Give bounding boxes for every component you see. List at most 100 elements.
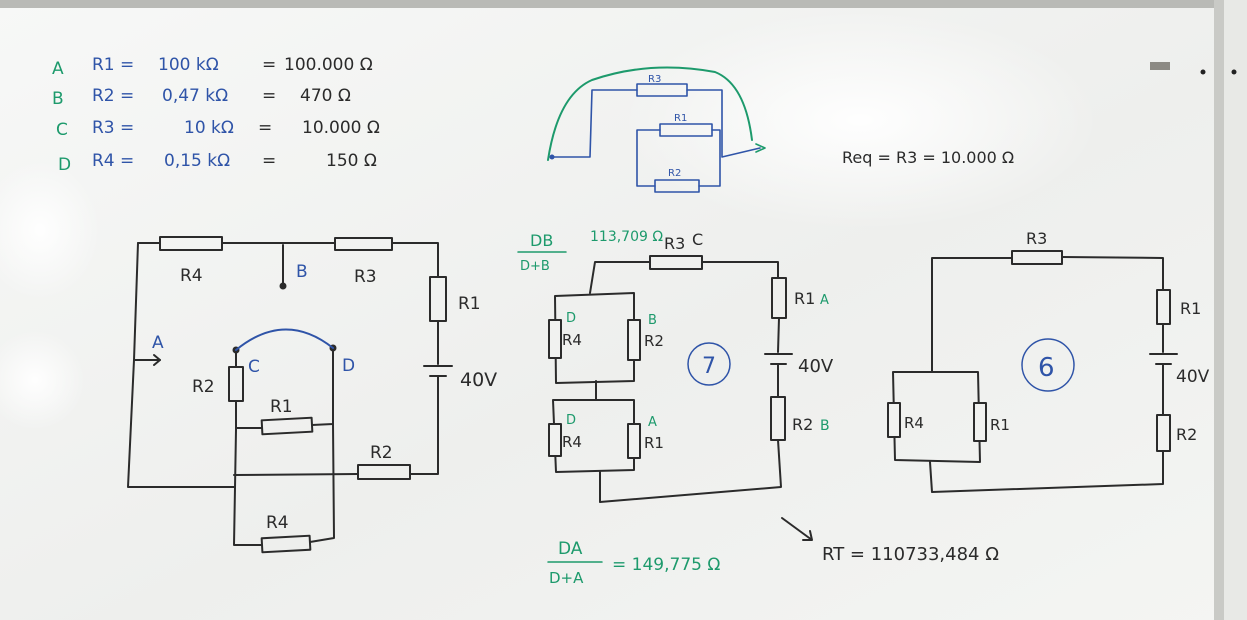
label-r2: R2 (1176, 425, 1197, 444)
label-r2-inner: R2 (192, 377, 215, 397)
label-r4-upper: R4 (562, 331, 582, 349)
circuit-7 (548, 255, 813, 541)
resistor-r4-upper (548, 319, 562, 359)
label-node-a: A (152, 333, 164, 353)
fraction-da-top: DA (558, 539, 583, 559)
number-circle (687, 342, 731, 386)
label-r1-right: R1 (458, 294, 481, 314)
resistor-r2-bottom (357, 464, 411, 480)
fraction-top: DB (530, 231, 553, 250)
resistor-r3-top (334, 237, 393, 251)
magnet (1150, 62, 1170, 70)
circuit-original (127, 236, 453, 554)
label-battery: 40V (798, 356, 834, 377)
label-r2: R2 (792, 415, 813, 434)
node-a-arrow (153, 354, 161, 366)
board-frame-top (0, 0, 1247, 8)
svg-text:0,15 kΩ: 0,15 kΩ (164, 151, 230, 171)
node-b-dot (279, 282, 287, 290)
svg-text:0,47 kΩ: 0,47 kΩ (162, 86, 228, 106)
label-node-c: C (248, 357, 260, 377)
small-diagram (547, 66, 766, 193)
svg-text:C: C (56, 120, 68, 140)
number-circle (1021, 338, 1075, 392)
label-a-right: A (820, 293, 829, 308)
svg-text:D: D (58, 155, 71, 175)
label-battery: 40V (1176, 367, 1210, 387)
wire (409, 375, 439, 475)
svg-text:R1 =: R1 = (92, 55, 134, 75)
wire (233, 400, 263, 546)
resistor-r4-inner (260, 534, 312, 554)
svg-text:100 kΩ: 100 kΩ (158, 55, 219, 75)
small-diagram-labels: R3 R1 R2 (648, 74, 687, 179)
small-wire-inner (636, 129, 721, 187)
small-node (549, 154, 555, 160)
wire (929, 450, 1164, 493)
label-r1-left: R1 (990, 416, 1010, 434)
wire (233, 473, 359, 476)
svg-text:100.000 Ω: 100.000 Ω (284, 55, 373, 75)
wire (777, 317, 780, 353)
svg-text:R3 =: R3 = (92, 118, 134, 138)
label-r1: R1 (1180, 299, 1201, 318)
label-a-lower: A (648, 415, 657, 430)
label-r1-inner: R1 (270, 397, 293, 417)
circuit-6-labels: R3 R1 40V R2 R4 R1 6 (904, 229, 1210, 444)
resistor-r3 (649, 255, 703, 270)
resistor-r1-left (973, 402, 987, 442)
svg-text:=: = (262, 86, 276, 106)
label-r3-top: R3 (354, 267, 377, 287)
resistor-r1-lower (627, 423, 641, 459)
small-arrow (755, 143, 766, 153)
label-d-lower: D (566, 413, 576, 428)
svg-text:B: B (52, 89, 64, 109)
marker-dot-2 (1231, 69, 1237, 75)
value-row: B R2 = 0,47 kΩ = 470 Ω (52, 86, 351, 109)
svg-text:10.000 Ω: 10.000 Ω (302, 118, 380, 138)
jumper-arc (235, 328, 334, 351)
light-glare (620, 10, 1100, 230)
small-label-r3: R3 (648, 74, 661, 85)
small-resistor-r2 (654, 179, 700, 193)
label-r2-bottom: R2 (370, 443, 393, 463)
marker-dot (1200, 69, 1206, 75)
svg-text:10 kΩ: 10 kΩ (184, 118, 234, 138)
small-bypass-arc (547, 66, 753, 161)
resistor-r1-inner (260, 416, 314, 436)
small-label-r2: R2 (668, 168, 681, 179)
svg-text:R4 =: R4 = (92, 151, 134, 171)
value-row: C R3 = 10 kΩ = 10.000 Ω (56, 118, 380, 140)
small-resistor-r3 (636, 83, 688, 97)
value-row: A R1 = 100 kΩ = 100.000 Ω (52, 55, 373, 79)
resistor-r4 (887, 402, 901, 438)
value-table: A R1 = 100 kΩ = 100.000 Ω B R2 = 0,47 kΩ… (52, 55, 380, 175)
label-r4-top: R4 (180, 266, 203, 286)
arrow-to-rt (781, 517, 813, 541)
label-r4: R4 (904, 414, 924, 432)
wire (589, 261, 779, 294)
label-r3: R3 (664, 234, 685, 253)
resistor-r4-lower (548, 423, 562, 457)
label-r1: R1 (794, 289, 815, 308)
label-r3: R3 (1026, 229, 1047, 248)
svg-text:=: = (258, 118, 272, 138)
label-r4-inner: R4 (266, 513, 289, 533)
label-r1-lower: R1 (644, 434, 664, 452)
wire (931, 256, 1164, 373)
svg-text:R2 =: R2 = (92, 86, 134, 106)
light-glare-left (0, 160, 100, 300)
small-wire (552, 89, 761, 158)
label-node-d: D (342, 356, 355, 376)
circuit-7-labels: DB D+B 113,709 Ω R3 C R1 A 40V R2 B D R4… (517, 229, 834, 587)
parallel-value-db: 113,709 Ω (590, 229, 663, 245)
wire-left (127, 242, 235, 488)
svg-text:150 Ω: 150 Ω (326, 151, 377, 171)
parallel-value-da: = 149,775 Ω (612, 555, 720, 575)
small-resistor-r1 (659, 123, 713, 137)
label-d-upper: D (566, 311, 576, 326)
label-number-7: 7 (702, 354, 716, 379)
circuit-original-labels: R4 R3 R1 40V R2 R1 R2 R4 A B C D (152, 262, 497, 533)
wire (309, 423, 335, 543)
